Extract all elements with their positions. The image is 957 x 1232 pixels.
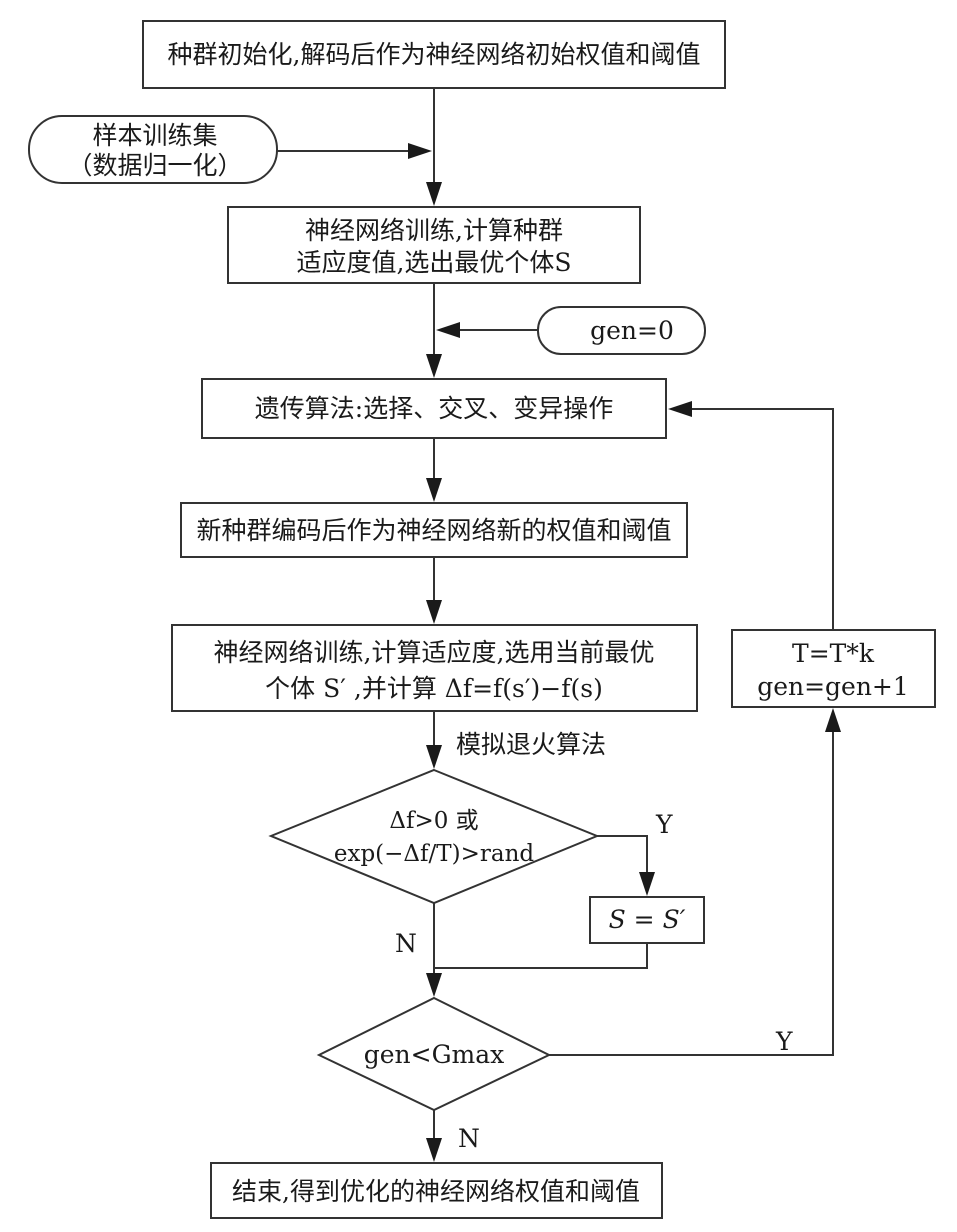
arrowhead [408,143,432,159]
node-train2-line2: 个体 S′ ,并计算 Δf=f(s′)−f(s) [265,674,603,703]
node-update-line2: gen=gen+1 [757,672,909,701]
connectors [277,88,841,1162]
arrowhead [825,708,841,732]
node-end: 结束,得到优化的神经网络权值和阈值 [210,1162,663,1219]
node-train1-line1: 神经网络训练,计算种群 [305,216,563,245]
node-cond1-line2: exp(−Δf/T)>rand [334,841,535,867]
label-cond2-yes: Y [775,1027,793,1056]
arrowhead [639,872,655,896]
label-cond1-yes: Y [655,810,673,839]
node-train1-line2: 适应度值,选出最优个体S [296,248,571,277]
node-cond1: Δf>0 或 exp(−Δf/T)>rand [268,768,600,905]
node-train1: 神经网络训练,计算种群 适应度值,选出最优个体S [227,206,641,284]
node-end-text: 结束,得到优化的神经网络权值和阈值 [232,1177,640,1206]
arrowhead [426,745,442,769]
label-cond2-no: N [458,1124,480,1153]
edge-assign-merge [434,943,648,969]
node-ga-text: 遗传算法:选择、交叉、变异操作 [255,394,613,423]
arrowhead [426,973,442,997]
node-train-set: 样本训练集 （数据归一化） [28,115,278,184]
arrowhead [436,322,460,338]
node-assign: S = S′ [589,896,705,944]
node-train2-line1: 神经网络训练,计算适应度,选用当前最优 [214,638,655,667]
arrowhead [426,600,442,624]
arrowhead [426,478,442,502]
node-train2: 神经网络训练,计算适应度,选用当前最优 个体 S′ ,并计算 Δf=f(s′)−… [171,624,698,712]
node-gen0-text: gen=0 [590,316,674,345]
label-cond1-no: N [395,929,417,958]
edge-cond2-yes [549,726,834,1056]
node-assign-text: S = S′ [609,905,686,934]
node-train-set-line1: 样本训练集 [92,121,217,150]
node-update: T=T*k gen=gen+1 [731,629,936,708]
node-encode: 新种群编码后作为神经网络新的权值和阈值 [180,502,688,558]
node-init: 种群初始化,解码后作为神经网络初始权值和阈值 [142,20,726,89]
node-cond2: gen<Gmax [316,996,552,1112]
arrowhead [426,354,442,378]
node-train-set-line2: （数据归一化） [67,151,242,180]
node-cond2-text: gen<Gmax [364,1040,505,1069]
arrowhead [668,401,692,417]
node-ga: 遗传算法:选择、交叉、变异操作 [201,378,667,439]
node-cond1-line1: Δf>0 或 [389,808,478,834]
sa-label: 模拟退火算法 [456,730,606,759]
arrowhead [426,182,442,206]
edge-update-ga [686,408,834,630]
node-update-line1: T=T*k [792,639,875,668]
node-encode-text: 新种群编码后作为神经网络新的权值和阈值 [196,516,671,545]
node-init-text: 种群初始化,解码后作为神经网络初始权值和阈值 [168,40,701,69]
edge-cond1-yes [597,835,648,878]
arrowhead [426,1138,442,1162]
node-gen0: gen=0 [537,306,706,355]
